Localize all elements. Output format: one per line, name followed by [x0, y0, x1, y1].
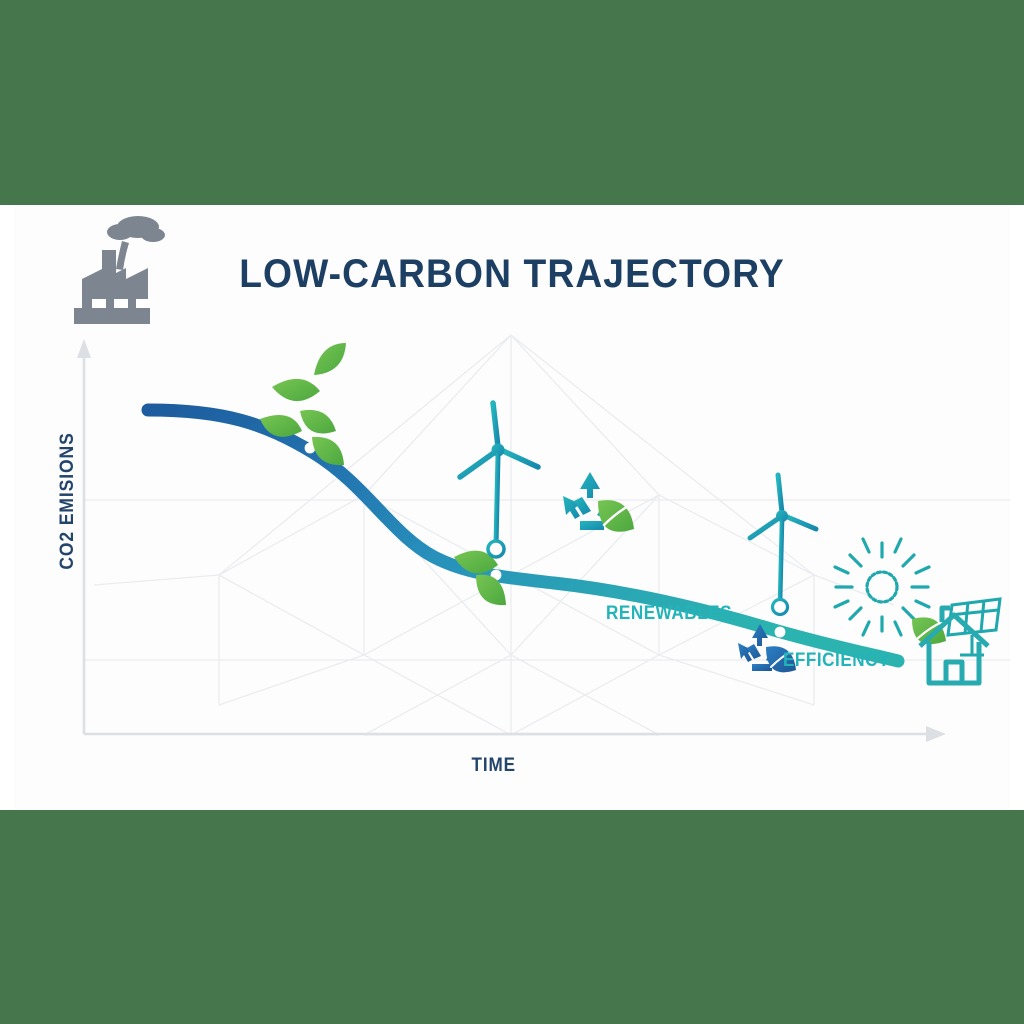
chart-axes [82, 355, 930, 736]
emissions-curve [141, 403, 905, 668]
curve-markers [304, 442, 786, 638]
x-axis-arrow [926, 726, 946, 742]
recycle-leaf-icon [738, 624, 796, 673]
leaf-icon [912, 617, 946, 645]
x-axis-label: TIME [471, 755, 516, 776]
sun-icon [833, 537, 931, 637]
wind-turbine-icon [457, 400, 541, 559]
y-axis-arrow [77, 339, 91, 358]
house-icon [918, 605, 990, 686]
chart-card: LOW-CARBON TRAJECTORY [14, 205, 1010, 810]
annotation-renewables: RENEWABLES [606, 603, 733, 624]
y-axis-label: CO2 EMISIONS [57, 432, 78, 570]
page-title: LOW-CARBON TRAJECTORY [239, 252, 785, 296]
factory-icon [74, 216, 165, 324]
leaf-cluster-icon [260, 343, 346, 466]
solar-panel-icon [946, 597, 1002, 657]
top-green-band [0, 0, 1024, 205]
wind-turbine-icon [747, 472, 819, 617]
leaf-cluster-icon [454, 550, 506, 606]
line-chart [74, 216, 1010, 742]
background-pattern [84, 334, 1010, 736]
bottom-green-band [0, 810, 1024, 1024]
recycle-leaf-icon [563, 472, 634, 532]
annotation-efficiency: EFFICIENCY [782, 650, 891, 671]
